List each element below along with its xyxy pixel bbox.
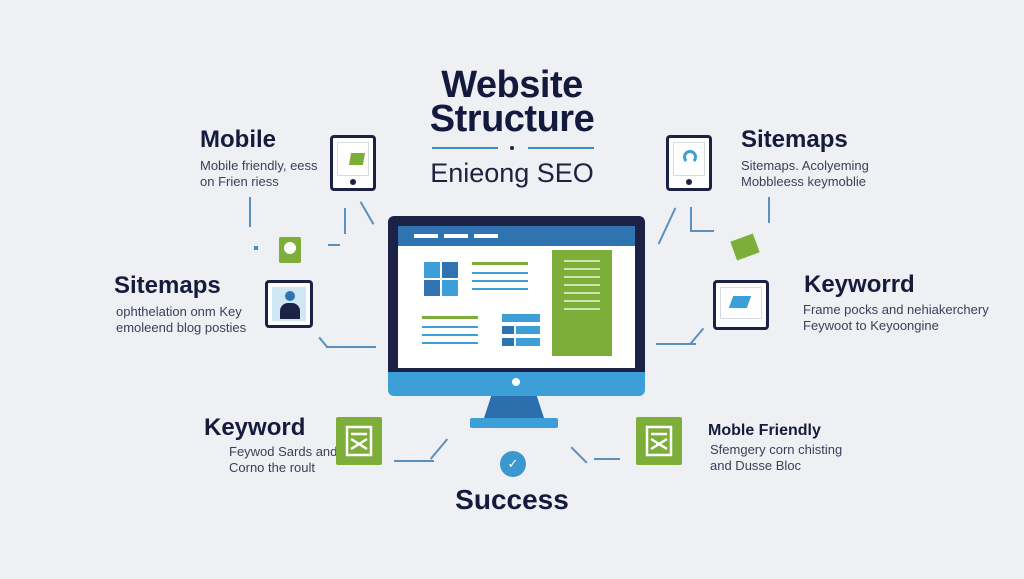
connector [689, 327, 705, 345]
connector [429, 438, 449, 460]
friendly-desc-2: and Dusse Bloc [710, 458, 802, 473]
connector [768, 197, 770, 223]
sitemap-device-icon [666, 135, 712, 191]
subtitle-dot [510, 146, 514, 150]
user-card-icon [265, 280, 313, 328]
connector [359, 201, 375, 225]
mobile-desc-1: Mobile friendly, eess [200, 158, 318, 173]
sitemaps-right-desc-1: Sitemaps. Acolyeming [741, 158, 869, 173]
sitemaps-right-heading: Sitemaps [741, 126, 848, 153]
monitor-screen [398, 226, 635, 368]
friendly-heading: Moble Friendly [708, 422, 821, 439]
keyword-right-desc-2: Feywoot to Keyoongine [803, 318, 939, 333]
friendly-doc-icon [636, 417, 682, 465]
connector [249, 197, 251, 227]
title-line-1: Website [441, 64, 583, 106]
mobile-device-icon [330, 135, 376, 191]
connector [328, 244, 340, 246]
connector [570, 446, 588, 464]
sitemaps-left-desc-2: emoleend blog posties [116, 320, 247, 335]
friendly-desc-1: Sfemgery corn chisting [710, 442, 843, 457]
sitemaps-right-desc-2: Mobbleess keymoblie [741, 174, 867, 189]
sitemaps-left-heading: Sitemaps [114, 272, 221, 299]
connector [594, 458, 620, 460]
mobile-desc-2: on Frien riess [200, 174, 279, 189]
connector [344, 208, 346, 234]
monitor-neck [484, 396, 544, 418]
connector [656, 343, 696, 345]
subtitle-rule-right [528, 147, 594, 149]
small-badge-icon [279, 237, 301, 263]
keyword-left-desc-1: Feywod Sards and [229, 444, 338, 459]
subtitle: Enieong SEO [430, 158, 594, 188]
keyword-doc-icon [336, 417, 382, 465]
power-indicator [512, 378, 520, 386]
title-line-2: Structure [429, 98, 595, 140]
analytics-tablet-icon [713, 280, 769, 330]
mobile-heading: Mobile [200, 126, 276, 153]
tag-icon [730, 233, 760, 261]
dot-icon [254, 246, 258, 250]
subtitle-rule-left [432, 147, 498, 149]
connector [394, 460, 434, 462]
connector [657, 207, 677, 245]
monitor-base [470, 418, 558, 428]
keyword-right-desc-1: Frame pocks and nehiakerchery [803, 302, 989, 317]
keyword-left-desc-2: Corno the roult [229, 460, 315, 475]
connector [318, 336, 328, 348]
connector [690, 230, 714, 232]
keyword-left-heading: Keyword [204, 414, 306, 441]
success-icon: ✓ [500, 451, 526, 477]
success-label: Success [455, 484, 569, 515]
connector [326, 346, 376, 348]
sitemaps-left-desc-1: ophthelation onm Key [116, 304, 242, 319]
keyword-right-heading: Keyworrd [804, 271, 915, 298]
connector [690, 207, 692, 231]
